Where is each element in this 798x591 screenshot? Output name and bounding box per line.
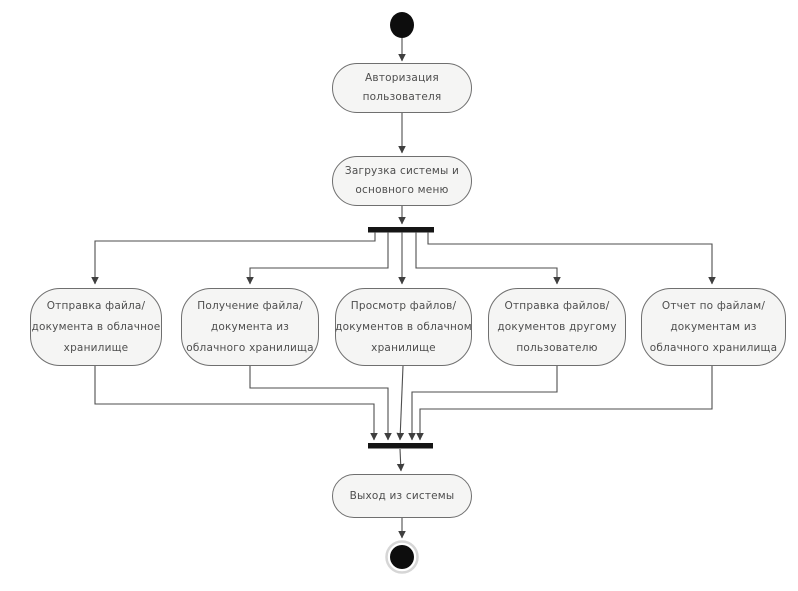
edge-join-exit	[396, 448, 405, 472]
edge-fork-upload	[91, 232, 376, 285]
edge-report-join	[416, 366, 713, 441]
edge-receive-join	[249, 366, 392, 441]
activity-exit-system: Выход из системы	[332, 474, 472, 518]
fork-bar	[368, 227, 434, 233]
edge-fork-send	[415, 232, 561, 285]
edge-fork-report	[427, 232, 716, 285]
edge-send-join	[408, 366, 558, 441]
join-bar	[368, 443, 433, 449]
edge-fork-receive	[246, 232, 389, 285]
edge-view-join	[396, 365, 405, 441]
initial-node	[390, 12, 414, 38]
edge-upload-join	[94, 366, 378, 441]
final-node	[390, 545, 414, 569]
